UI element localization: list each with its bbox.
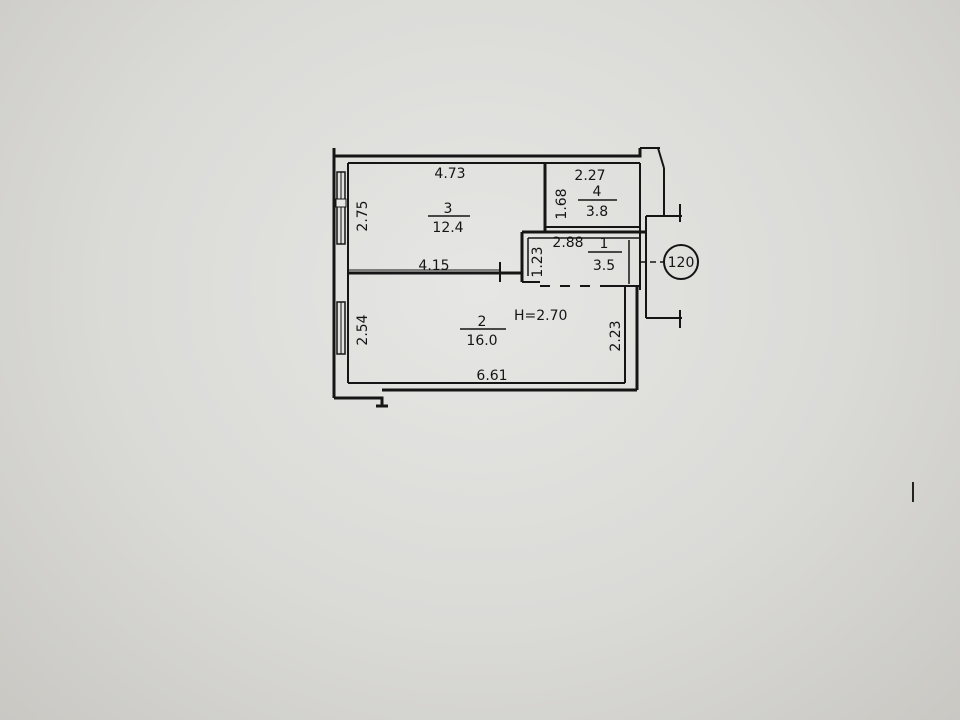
dim-hall-depth: 1.23 [530,246,546,277]
room-2-area: 16.0 [466,333,497,349]
dim-hall-width: 2.88 [552,235,583,251]
text-cursor-mark [912,482,914,502]
outer-wall-top [332,148,642,158]
room-4-area: 3.8 [586,204,608,220]
windows [335,171,347,355]
dim-room2-left-depth: 2.54 [355,314,371,345]
dim-room3-width: 4.73 [434,166,465,182]
apartment-tag-label: 120 [668,255,695,271]
interior-walls [348,163,646,290]
outer-wall-right-ext [657,147,665,169]
room-2-number: 2 [478,314,487,330]
dim-room4-width: 2.27 [574,168,605,184]
outer-wall-bottom [334,396,388,408]
dim-room2-width: 6.61 [476,368,507,384]
outer-walls [332,147,665,408]
dim-room3-depth: 2.75 [355,200,371,231]
dim-room4-depth: 1.68 [554,188,570,219]
ceiling-height-label: H=2.70 [514,308,567,324]
apartment-tag-circle [663,244,699,280]
window-upper-pier [335,198,347,208]
dim-partition-length: 4.15 [418,258,449,274]
room-1-number: 1 [600,236,609,252]
dim-room2-right-depth: 2.23 [608,320,624,351]
entrance-stub [628,204,699,328]
room-3-number: 3 [444,201,453,217]
room-4-number: 4 [593,184,602,200]
room-1-area: 3.5 [593,258,615,274]
room-3-area: 12.4 [432,220,463,236]
